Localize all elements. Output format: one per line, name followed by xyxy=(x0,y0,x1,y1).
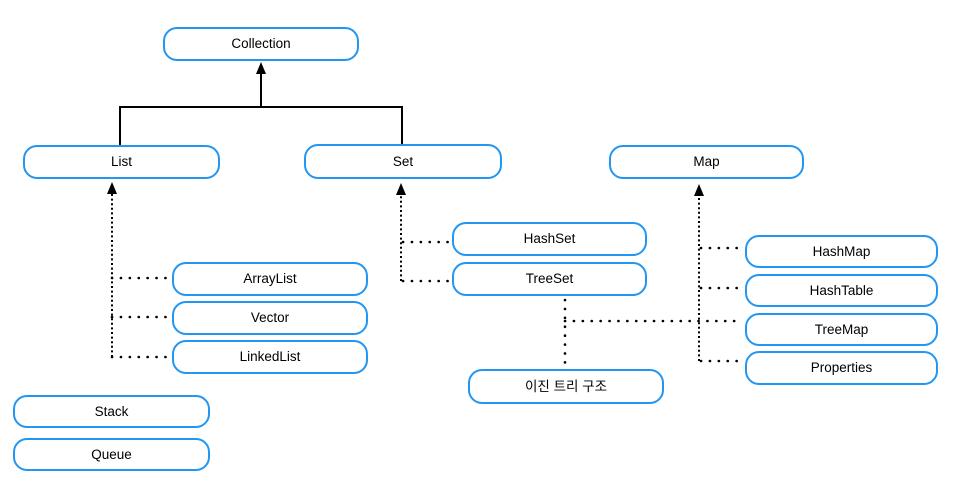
node-label-arraylist: ArrayList xyxy=(243,271,297,287)
node-label-treemap: TreeMap xyxy=(814,321,869,337)
node-treemap: TreeMap xyxy=(745,313,938,346)
node-label-collection: Collection xyxy=(231,36,291,52)
node-arraylist: ArrayList xyxy=(172,262,368,296)
node-label-treeset: TreeSet xyxy=(525,271,574,287)
node-queue: Queue xyxy=(13,438,210,471)
node-list: List xyxy=(23,145,220,179)
node-linkedlist: LinkedList xyxy=(172,340,368,374)
node-set: Set xyxy=(304,144,502,179)
node-hashset: HashSet xyxy=(452,222,647,256)
node-label-binary-tree: 이진 트리 구조 xyxy=(524,378,608,394)
node-label-vector: Vector xyxy=(250,310,290,326)
node-vector: Vector xyxy=(172,301,368,335)
node-map: Map xyxy=(609,145,804,179)
node-label-hashtable: HashTable xyxy=(809,282,874,298)
node-label-list: List xyxy=(110,154,132,170)
node-label-linkedlist: LinkedList xyxy=(239,349,301,365)
node-collection: Collection xyxy=(163,27,359,61)
node-label-properties: Properties xyxy=(810,360,873,376)
map-arrowhead xyxy=(694,184,704,196)
node-binary-tree: 이진 트리 구조 xyxy=(468,369,664,404)
node-label-stack: Stack xyxy=(94,403,129,419)
node-treeset: TreeSet xyxy=(452,262,647,296)
set-arrowhead xyxy=(396,183,406,195)
list-arrowhead xyxy=(107,182,117,194)
node-hashtable: HashTable xyxy=(745,274,938,307)
node-label-hashmap: HashMap xyxy=(812,243,871,259)
node-label-set: Set xyxy=(392,153,414,169)
node-label-map: Map xyxy=(693,154,720,170)
node-label-queue: Queue xyxy=(91,446,132,462)
node-hashmap: HashMap xyxy=(745,235,938,268)
node-stack: Stack xyxy=(13,395,210,428)
node-properties: Properties xyxy=(745,351,938,385)
node-label-hashset: HashSet xyxy=(523,231,576,247)
collection-arrowhead xyxy=(256,62,266,74)
